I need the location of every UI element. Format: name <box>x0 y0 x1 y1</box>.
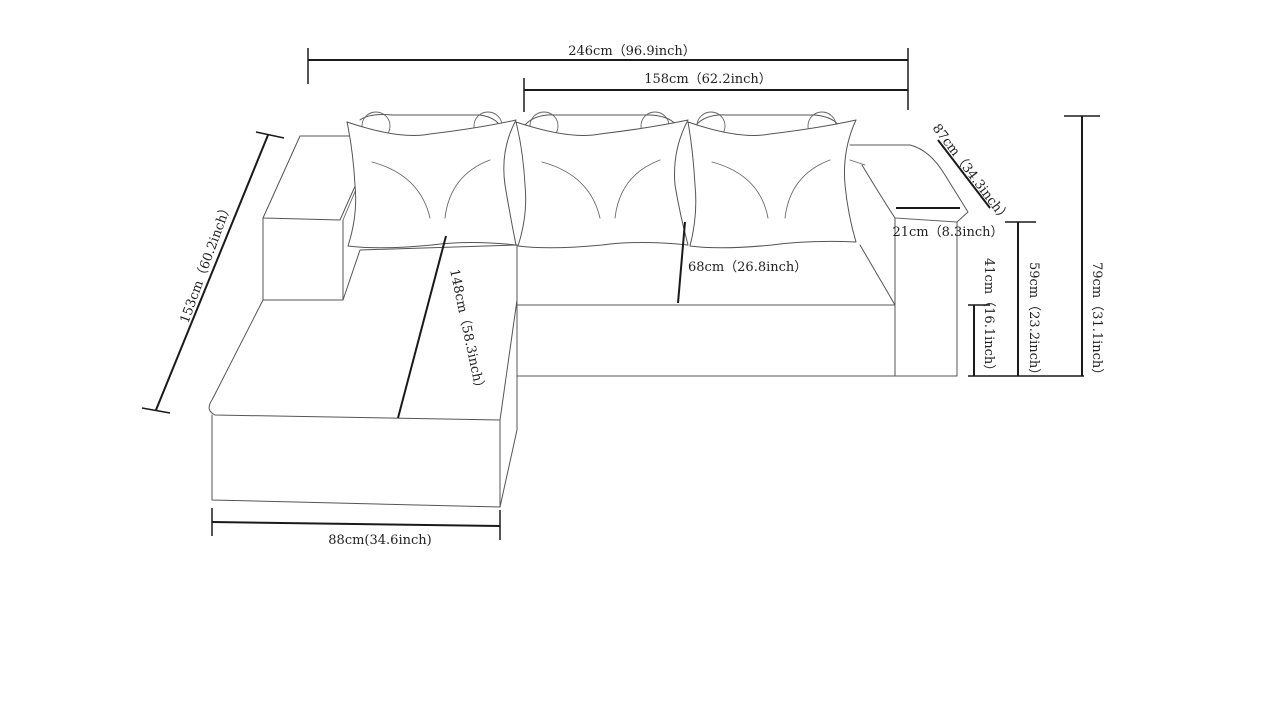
sofa-drawing <box>208 111 969 508</box>
pillow-middle <box>515 119 689 249</box>
pillow-left <box>346 119 517 249</box>
back-depth-line <box>937 139 991 209</box>
chaise-side <box>499 299 518 508</box>
arm-width-label: 21cm（8.3inch） <box>892 225 1003 240</box>
back-depth-label: 87cm（34.3inch） <box>929 121 1013 225</box>
seat-width-label: 158cm（62.2inch） <box>644 72 772 87</box>
left-back-arm <box>262 135 361 221</box>
chaise-seat-top <box>208 244 518 421</box>
chaise-seat-length-label: 148cm（58.3inch） <box>446 268 487 396</box>
chaise-width-label: 88cm(34.6inch) <box>328 533 431 548</box>
chaise-seat-length-line <box>397 235 447 419</box>
left-back-arm-front <box>262 217 344 301</box>
right-arm-inner <box>849 159 866 166</box>
total-height-label: 79cm（31.1inch） <box>1089 262 1104 381</box>
total-width-label: 246cm（96.9inch） <box>568 44 696 59</box>
right-arm-top-edge <box>894 217 958 223</box>
chaise-length-tick-top <box>255 131 285 139</box>
pillow-right <box>687 119 857 249</box>
chaise-length-line <box>155 134 269 411</box>
chaise-width-line <box>211 521 501 527</box>
back-cushion-mid <box>524 114 679 129</box>
seat-depth-line <box>677 221 686 304</box>
dimension-labels: 246cm（96.9inch） 158cm（62.2inch） 87cm（34.… <box>178 44 1104 548</box>
seat-depth-label: 68cm（26.8inch） <box>688 260 807 275</box>
chaise-length-label: 153cm（60.2inch） <box>178 200 236 325</box>
right-arm <box>849 144 969 377</box>
main-seat-top <box>516 244 896 306</box>
back-cushion-right <box>695 114 841 129</box>
chaise-front <box>211 414 501 508</box>
arm-height-label: 59cm（23.2inch） <box>1026 262 1041 381</box>
seat-height-label: 41cm（16.1inch） <box>981 258 996 377</box>
dimension-lines <box>141 48 1100 540</box>
main-seat-base <box>516 304 896 377</box>
chaise-length-tick-bottom <box>141 407 171 414</box>
